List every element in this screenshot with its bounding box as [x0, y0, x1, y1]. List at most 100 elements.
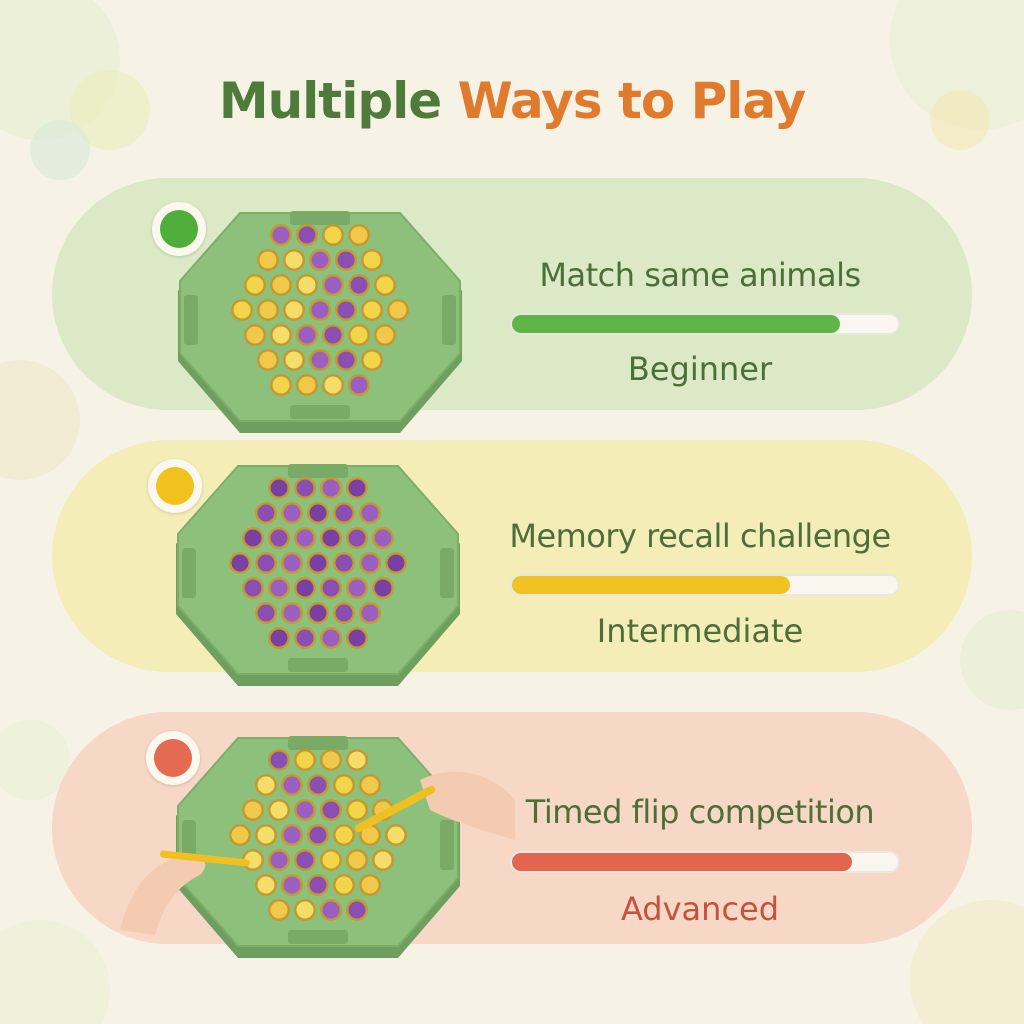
board-token-face [335, 604, 353, 622]
board-token-face [350, 226, 368, 244]
board-token-face [361, 776, 379, 794]
board-token-face [298, 226, 316, 244]
board-token-face [309, 554, 327, 572]
difficulty-level: Beginner [627, 350, 773, 388]
difficulty-bar [510, 851, 900, 873]
board-token-face [374, 529, 392, 547]
board-token-face [296, 529, 314, 547]
board-token-face [231, 554, 249, 572]
board-token-face [270, 579, 288, 597]
board-token-face [348, 479, 366, 497]
difficulty-bar [510, 574, 900, 596]
board-token-face [309, 876, 327, 894]
player-hand-left [120, 850, 250, 935]
board-token-face [309, 604, 327, 622]
game-board-image [176, 464, 460, 686]
mode-name: Timed flip competition [525, 793, 875, 831]
board-token-face [335, 504, 353, 522]
level-dot [148, 459, 202, 513]
board-token-face [361, 876, 379, 894]
board-token-face [311, 251, 329, 269]
board-token-face [348, 901, 366, 919]
board-token-face [283, 554, 301, 572]
board-token-face [272, 276, 290, 294]
board-token-face [324, 226, 342, 244]
level-dot-fill [154, 739, 192, 777]
board-token-face [309, 776, 327, 794]
board-token-face [259, 351, 277, 369]
board-token-face [337, 251, 355, 269]
board-token-face [296, 851, 314, 869]
board-token-face [337, 301, 355, 319]
board-token-face [363, 301, 381, 319]
board-token-face [335, 876, 353, 894]
board-token-face [361, 604, 379, 622]
board-token-face [322, 479, 340, 497]
board-token-face [257, 604, 275, 622]
board-token-face [296, 751, 314, 769]
board-token-face [296, 901, 314, 919]
title-part-1: Multiple [218, 72, 442, 130]
board-token-face [298, 276, 316, 294]
board-token-face [270, 479, 288, 497]
board-token-face [322, 801, 340, 819]
board-token-face [283, 826, 301, 844]
level-dot [152, 202, 206, 256]
board-token-face [244, 579, 262, 597]
board-token-face [298, 326, 316, 344]
board-token-face [335, 826, 353, 844]
board-token-face [350, 276, 368, 294]
difficulty-bar [510, 313, 900, 335]
board-token-face [259, 301, 277, 319]
board-token-face [376, 276, 394, 294]
board-token-face [257, 776, 275, 794]
board-token-face [322, 629, 340, 647]
board-token-face [244, 801, 262, 819]
board-token-face [376, 326, 394, 344]
board-token-face [361, 826, 379, 844]
board-token-face [374, 579, 392, 597]
board-token-face [324, 376, 342, 394]
level-dot-fill [160, 210, 198, 248]
board-token-face [335, 554, 353, 572]
board-token-face [298, 376, 316, 394]
board-token-face [231, 826, 249, 844]
difficulty-level: Advanced [620, 890, 780, 928]
board-token-face [283, 604, 301, 622]
board-token-face [350, 326, 368, 344]
board-token-face [257, 876, 275, 894]
board-token-face [270, 529, 288, 547]
board-token-face [322, 579, 340, 597]
board-token-face [283, 876, 301, 894]
board-token-face [374, 851, 392, 869]
board-token-face [296, 479, 314, 497]
board-token-face [348, 629, 366, 647]
player-hand-right [354, 771, 515, 840]
board-token-face [285, 351, 303, 369]
board-token-face [272, 226, 290, 244]
game-board-image [178, 211, 462, 433]
board-token-face [246, 326, 264, 344]
board-token-face [361, 554, 379, 572]
board-token-face [348, 751, 366, 769]
game-board-image [176, 736, 460, 958]
board-token-face [283, 504, 301, 522]
board-token-face [335, 776, 353, 794]
board-token-face [324, 326, 342, 344]
difficulty-bar-fill [512, 315, 841, 333]
board-token-face [361, 504, 379, 522]
board-token-face [257, 504, 275, 522]
board-token-face [296, 801, 314, 819]
board-token-face [387, 826, 405, 844]
board-token-face [311, 301, 329, 319]
title-part-2: Ways to Play [457, 72, 807, 130]
board-token-face [309, 826, 327, 844]
difficulty-level: Intermediate [596, 612, 804, 650]
difficulty-bar-fill [512, 576, 790, 594]
board-token-face [270, 751, 288, 769]
board-token-face [270, 629, 288, 647]
board-token-face [387, 554, 405, 572]
board-token-face [285, 301, 303, 319]
level-dot-fill [156, 467, 194, 505]
